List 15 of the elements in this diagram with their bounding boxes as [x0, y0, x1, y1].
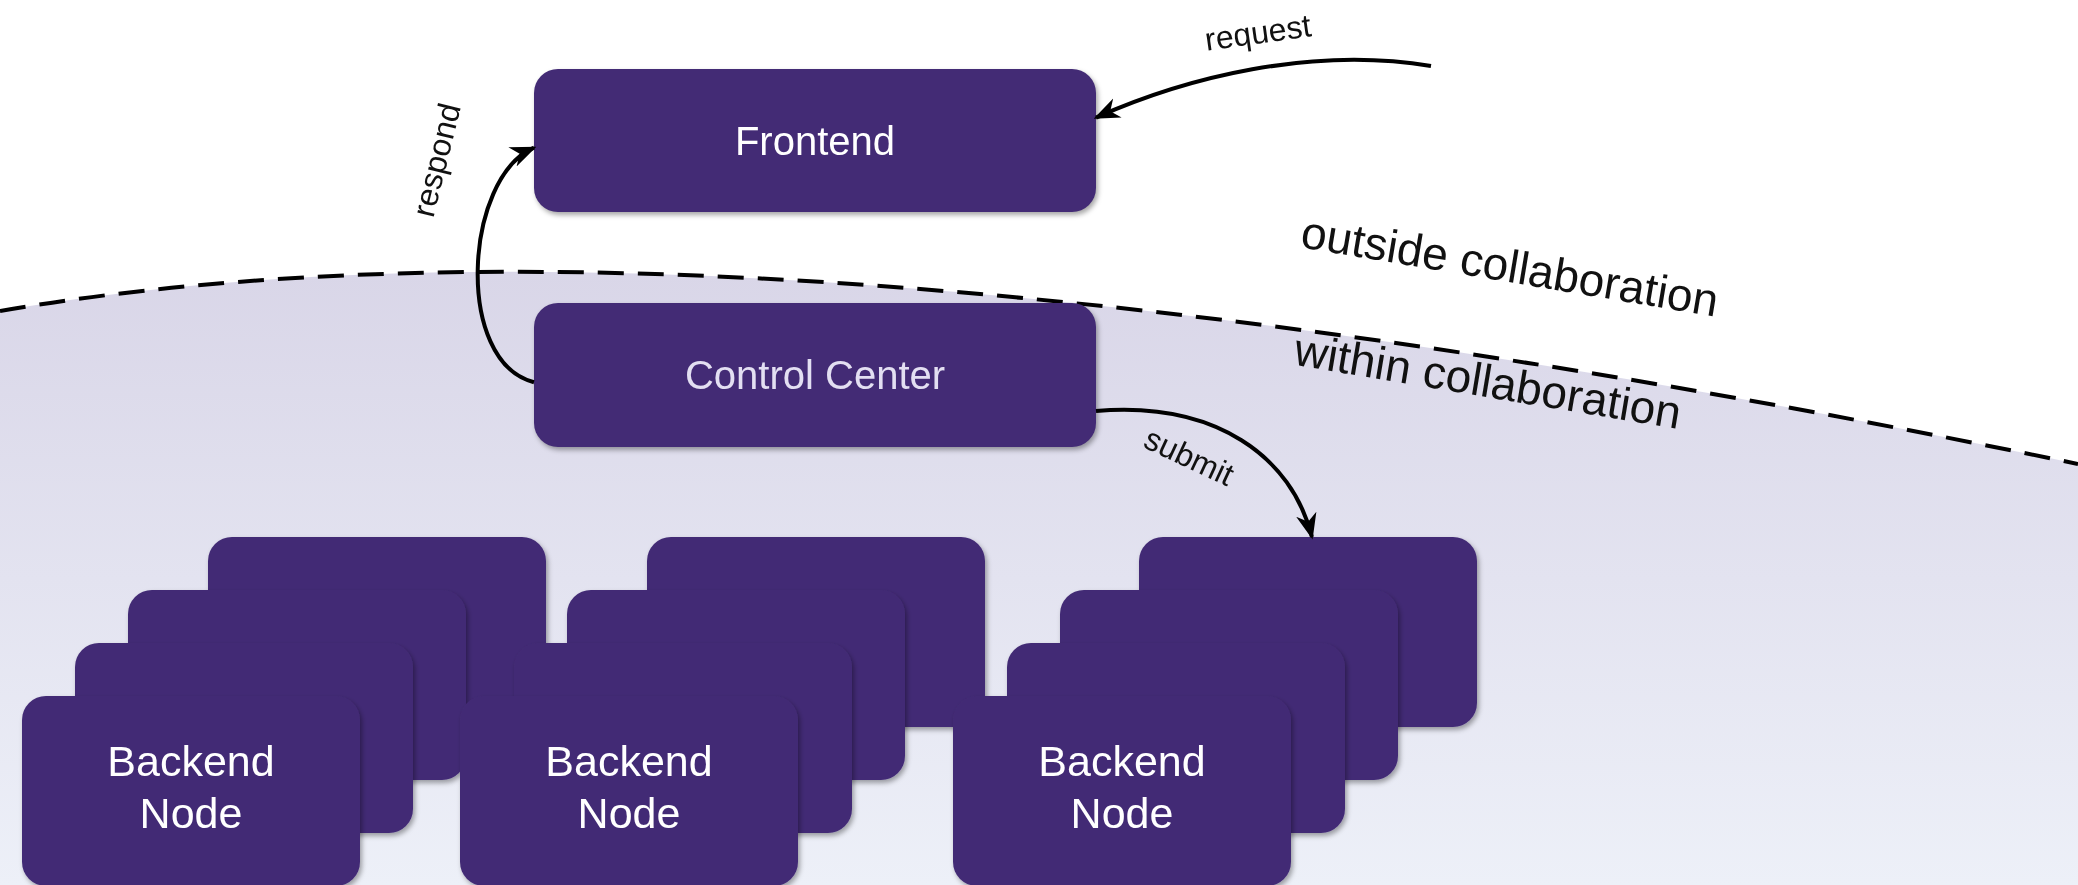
process-box [534, 303, 1096, 447]
card-stack [460, 537, 985, 885]
edge-label: respond [405, 99, 469, 221]
edge-label: submit [1138, 420, 1240, 494]
process-box [534, 69, 1096, 212]
edge-label: request [1202, 7, 1314, 59]
node-label: Backend Node [106, 736, 276, 839]
node-label: Backend Node [1037, 736, 1207, 839]
arrow [1093, 58, 1432, 120]
node-label: Backend Node [544, 736, 714, 839]
node-label: Frontend [734, 117, 896, 165]
card-stack [953, 537, 1477, 885]
arrow [1095, 407, 1315, 540]
arrow [475, 145, 537, 385]
node-label: Control Center [684, 352, 946, 399]
